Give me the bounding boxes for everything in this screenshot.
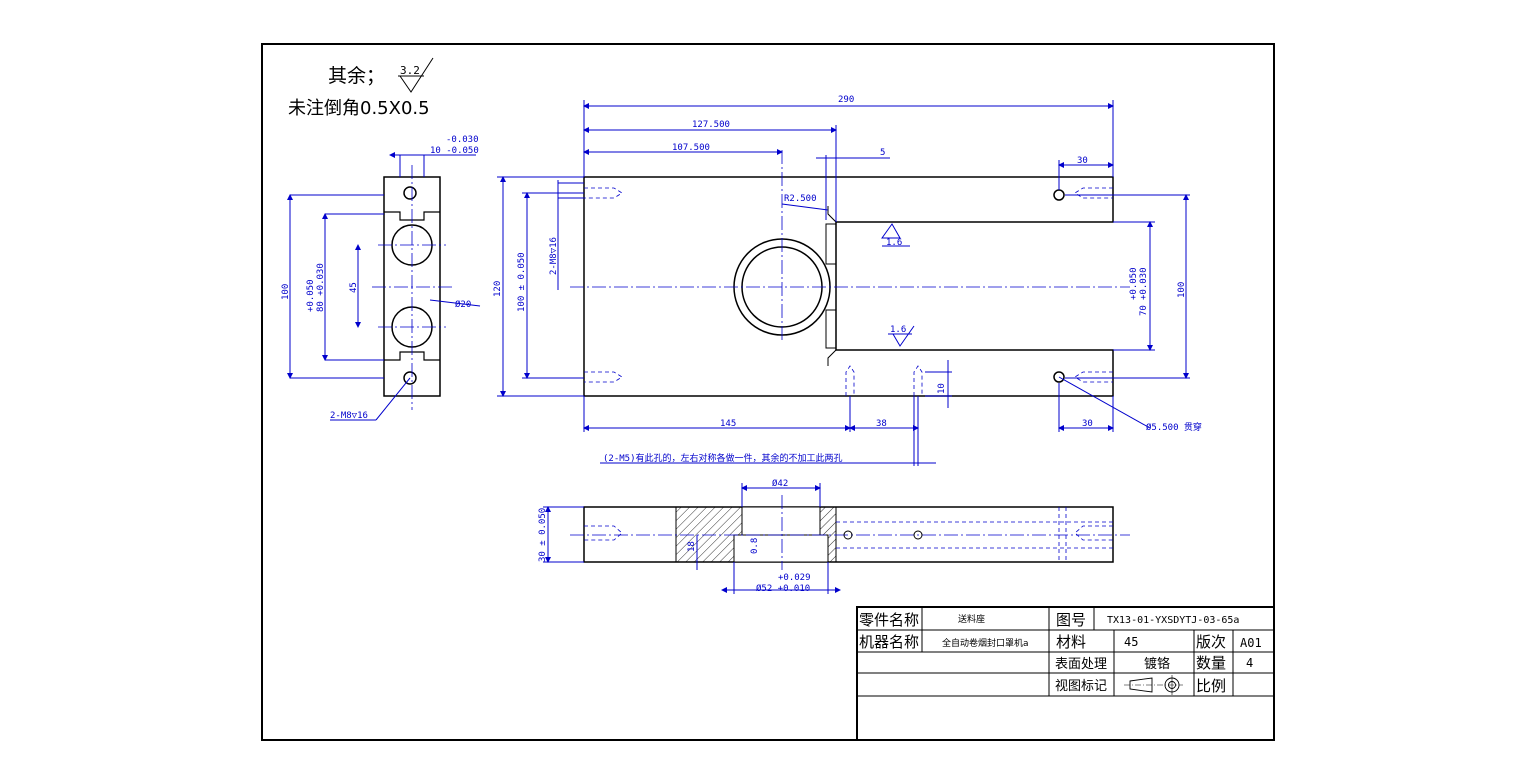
dim-r: R2.500 — [784, 194, 817, 204]
dim-127: 127.500 — [692, 120, 730, 130]
view-label: 视图标记 — [1055, 679, 1107, 694]
drawing-no-label: 图号 — [1056, 611, 1086, 629]
side-tol-b: 80 +0.030 — [316, 263, 326, 312]
machine-value: 全自动卷烟封口罩机a — [942, 637, 1029, 649]
roughness-bottom-icon — [888, 325, 915, 347]
front-tol-upper: +0.029 — [778, 573, 811, 583]
version-label: 版次 — [1196, 633, 1226, 651]
quantity-value: 4 — [1246, 656, 1253, 670]
hole-note: Ø5.500 贯穿 — [1146, 421, 1202, 433]
dim-107: 107.500 — [672, 143, 710, 153]
dim-120: 120 — [493, 281, 503, 297]
material-value: 45 — [1124, 635, 1138, 649]
front-dim-18: 18 — [687, 541, 697, 552]
drawing-no-value: TX13-01-YXSDYTJ-03-65a — [1107, 615, 1239, 626]
material-label: 材料 — [1056, 633, 1086, 651]
side-thread-label: 2-M8▽16 — [330, 411, 368, 421]
roughness-symbol-icon — [398, 57, 434, 93]
other-label: 其余； — [328, 65, 385, 87]
dim-290: 290 — [838, 95, 854, 105]
side-dim-45: 45 — [349, 282, 359, 293]
roughness-top-icon — [881, 223, 910, 247]
thread-side: 2-M8▽16 — [549, 237, 559, 275]
right-tol-upper: +0.050 — [1129, 267, 1139, 300]
part-name-label: 零件名称 — [859, 611, 919, 629]
dim-5: 5 — [880, 148, 885, 158]
dim-100-right: 100 — [1177, 282, 1187, 298]
front-dim-08: 0.8 — [750, 538, 760, 554]
side-tol-top-2: 10 -0.050 — [430, 146, 479, 156]
top-view: 290 127.500 107.500 5 30 R2.500 1.6 1.6 … — [493, 95, 1202, 466]
scale-label: 比例 — [1196, 677, 1226, 695]
rough-bottom: 1.6 — [890, 325, 906, 335]
rough-top: 1.6 — [886, 238, 902, 248]
dim-100-tol: 100 ± 0.050 — [517, 252, 527, 312]
part-name-value: 送料座 — [958, 613, 985, 625]
projection-symbol-icon — [1124, 675, 1183, 695]
quantity-label: 数量 — [1196, 654, 1226, 672]
surface-label: 表面处理 — [1055, 657, 1107, 672]
title-block: 零件名称 送料座 图号 TX13-01-YXSDYTJ-03-65a 机器名称 … — [856, 606, 1275, 741]
dim-30-top: 30 — [1077, 156, 1088, 166]
side-dim-100: 100 — [281, 284, 291, 300]
dim-145: 145 — [720, 419, 736, 429]
right-tol-lower: +0.030 — [1139, 267, 1149, 300]
side-tol-a: +0.050 — [306, 279, 316, 312]
front-dia-42: Ø42 — [772, 478, 788, 489]
dim-38: 38 — [876, 419, 887, 429]
version-value: A01 — [1240, 636, 1262, 650]
side-tol-top-1: -0.030 — [446, 135, 479, 145]
surface-value: 镀铬 — [1144, 656, 1170, 672]
machine-label: 机器名称 — [859, 633, 919, 651]
dim-30-bottom: 30 — [1082, 419, 1093, 429]
roughness-value: 3.2 — [400, 64, 420, 77]
side-view: 100 +0.050 80 +0.030 45 Ø20 -0.030 10 -0… — [281, 135, 481, 421]
front-dim-30: 30 ± 0.050 — [538, 508, 548, 562]
dim-10: 10 — [937, 383, 947, 394]
bottom-note: (2-M5)有此孔的，左右对称各做一件，其余的不加工此两孔 — [603, 452, 843, 464]
chamfer-note: 未注倒角0.5X0.5 — [288, 98, 430, 119]
dim-70: 70 — [1139, 305, 1149, 316]
front-dia-52: Ø52 +0.010 — [756, 583, 810, 594]
general-notes: 其余； 3.2 未注倒角0.5X0.5 — [288, 57, 434, 119]
drawing-border — [261, 43, 1275, 741]
side-dia-20: Ø20 — [455, 299, 471, 310]
front-view: 30 ± 0.050 Ø42 18 0.8 +0.029 Ø52 +0.010 — [538, 478, 1130, 594]
